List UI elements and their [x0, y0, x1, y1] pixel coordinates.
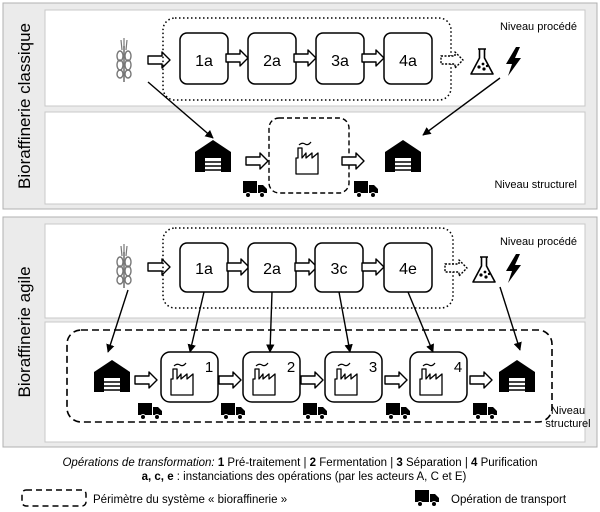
op-num-3: 3 [396, 457, 402, 469]
op-box-4a [383, 32, 433, 85]
truck-icon [414, 489, 440, 507]
op-num-2: 2 [310, 457, 316, 469]
from-product-arrow [422, 77, 501, 136]
caption-intro: Opérations de transformation: [62, 457, 214, 469]
site-number-3: 3 [369, 359, 377, 376]
op-name-4: Purification [477, 457, 537, 469]
op-label-4e: 4e [399, 261, 417, 278]
site-number-2: 2 [287, 359, 295, 376]
caption-line-1: Opérations de transformation: 1 Pré-trai… [62, 457, 537, 469]
agile-system-perimeter [66, 329, 553, 423]
op-label-1a: 1a [195, 53, 213, 70]
agile-panel: Bioraffinerie agile Niveau procédé Nivea… [2, 216, 598, 448]
op-label-2a: 2a [263, 261, 281, 278]
op-label-3c: 3c [331, 261, 348, 278]
to-storage-arrow [147, 81, 214, 139]
op-to-site-arrow [266, 291, 275, 353]
classic-structural-level-label: Niveau structurel [494, 179, 577, 191]
op-label-1a: 1a [195, 261, 213, 278]
op-name-2: Fermentation | [316, 457, 396, 469]
site-number-1: 1 [205, 359, 213, 376]
agile-side-label: Bioraffinerie agile [15, 266, 34, 397]
op-label-2a: 2a [263, 53, 281, 70]
agile-structural-level-label-2: structurel [545, 418, 590, 430]
classic-process-level-label: Niveau procédé [500, 21, 577, 33]
op-label-4a: 4a [399, 53, 417, 70]
op-to-site-arrow [407, 291, 434, 353]
perimeter-legend-swatch [21, 489, 87, 507]
op-name-1: Pré-traitement | [224, 457, 309, 469]
legend: Périmètre du système « bioraffinerie » O… [21, 489, 567, 507]
caption: Opérations de transformation: 1 Pré-trai… [62, 457, 537, 483]
classic-process-perimeter [162, 17, 452, 101]
from-product-arrow [499, 286, 522, 351]
perimeter-legend-label: Périmètre du système « bioraffinerie » [93, 494, 287, 506]
caption-line-2: a, c, e : instanciations des opérations … [142, 471, 467, 483]
classic-side-label: Bioraffinerie classique [15, 23, 34, 189]
op-num-1: 1 [218, 457, 225, 469]
agile-process-level-label: Niveau procédé [500, 236, 577, 248]
site-number-4: 4 [454, 359, 462, 376]
agile-structural-level-label-1: Niveau [551, 405, 585, 417]
op-label-3a: 3a [331, 53, 349, 70]
classic-panel: Bioraffinerie classique Niveau procédé N… [2, 2, 598, 210]
op-to-site-arrow [338, 291, 353, 353]
instance-letters: a, c, e [142, 471, 174, 483]
transport-legend-label: Opération de transport [451, 494, 567, 506]
instance-description: : instanciations des opérations (par les… [174, 471, 467, 483]
to-storage-arrow [106, 289, 129, 353]
op-name-3: Séparation | [403, 457, 471, 469]
op-to-site-arrow [187, 291, 205, 353]
op-num-4: 4 [471, 457, 478, 469]
